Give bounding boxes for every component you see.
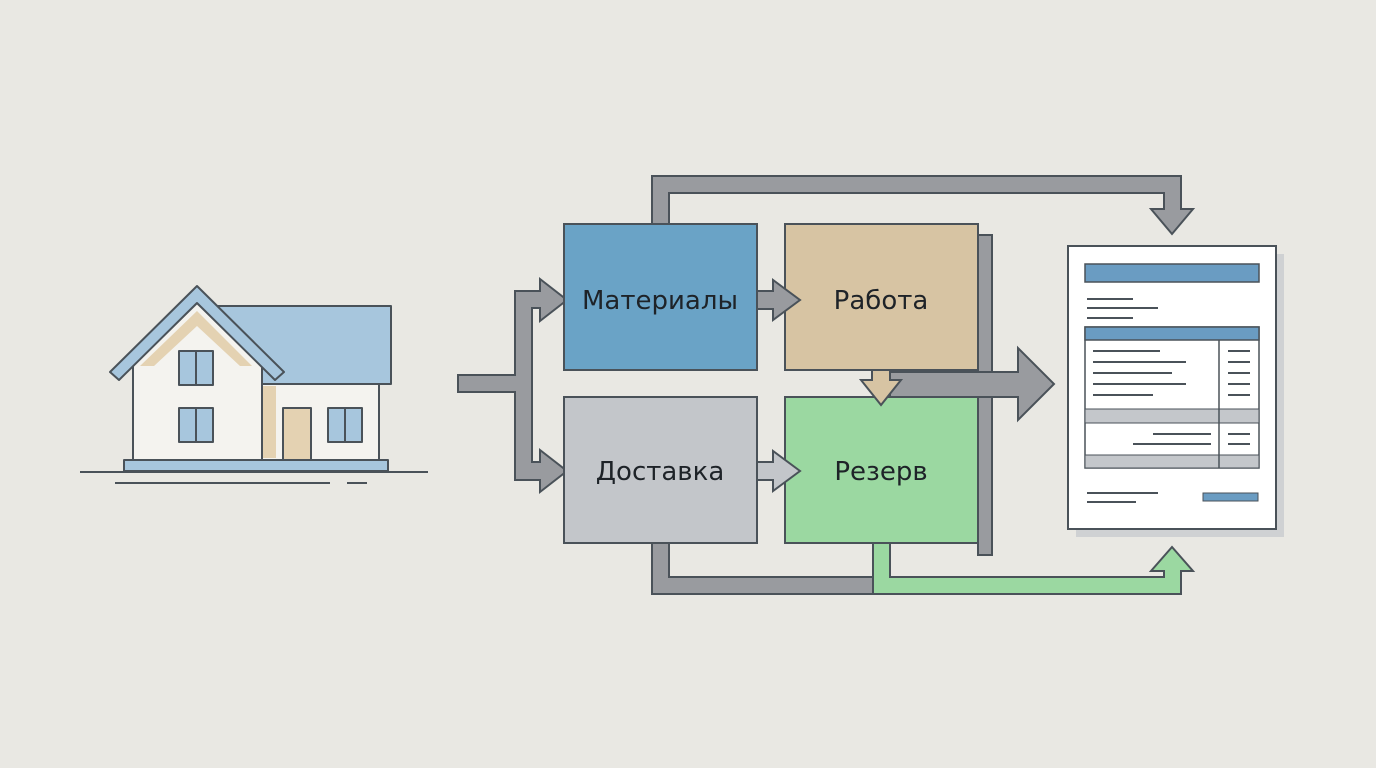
bottom-bypass-arrow [651, 542, 876, 595]
materials-to-labor-arrow [756, 278, 802, 322]
top-bypass-arrow [651, 175, 1196, 236]
node-labor-label: Работа [834, 286, 929, 316]
estimate-document-icon [1067, 245, 1284, 537]
house-icon [80, 285, 428, 484]
delivery-to-reserve-arrow [756, 449, 802, 493]
node-reserve: Резерв [784, 396, 979, 544]
node-delivery: Доставка [563, 396, 758, 544]
reserve-to-document-arrow [872, 542, 1196, 595]
node-labor: Работа [784, 223, 979, 371]
labor-to-reserve-arrow [858, 369, 904, 407]
node-reserve-label: Резерв [834, 457, 927, 487]
node-delivery-label: Доставка [596, 457, 725, 487]
node-materials-label: Материалы [582, 286, 738, 316]
node-materials: Материалы [563, 223, 758, 371]
input-split-arrow [457, 276, 569, 495]
